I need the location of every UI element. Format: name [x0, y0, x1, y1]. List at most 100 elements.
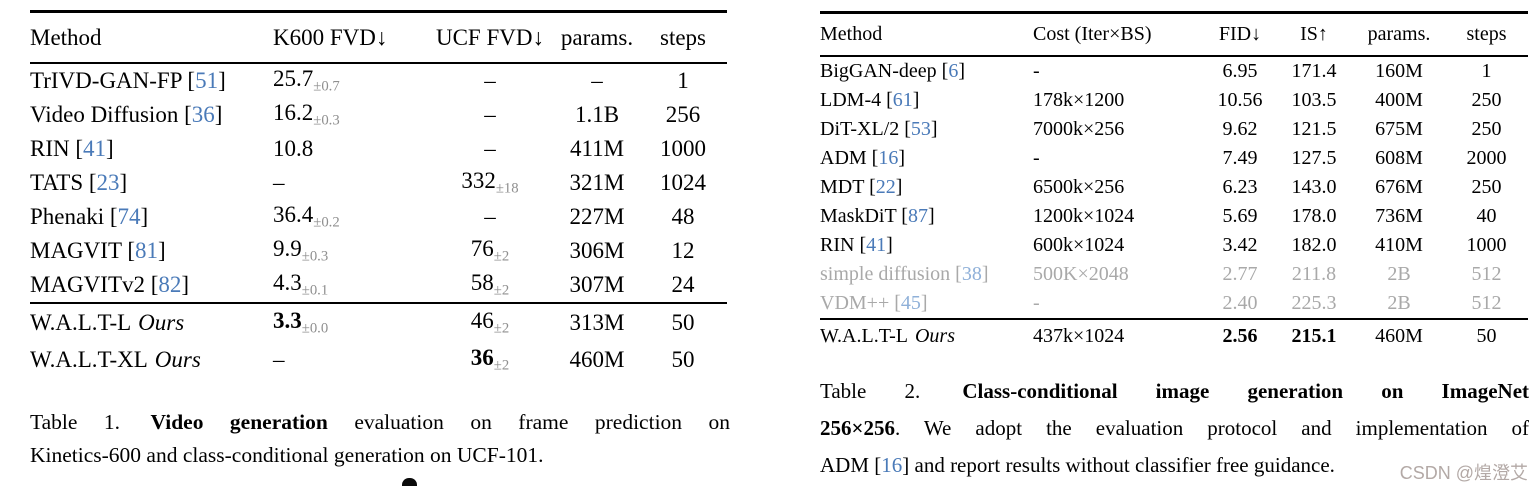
cost-cell: - [1033, 147, 1040, 169]
fid-cell: 7.49 [1222, 147, 1258, 169]
citation-link[interactable]: 23 [96, 170, 120, 195]
citation-link[interactable]: 41 [866, 234, 887, 256]
citation-link[interactable]: 41 [83, 136, 107, 161]
stddev-subscript: ±2 [493, 248, 510, 265]
cost-cell: 7000k×256 [1033, 118, 1125, 140]
method-cell: simple diffusion [38] [820, 263, 989, 285]
is-cell: 182.0 [1291, 234, 1337, 256]
method-cell: TATS [23] [30, 170, 128, 195]
params-cell: 2B [1387, 263, 1411, 285]
ours-label: Ours [914, 324, 955, 347]
method-cell: RIN [41] [820, 234, 893, 256]
steps-cell: 250 [1471, 176, 1502, 198]
table-header-rule [30, 62, 727, 64]
method-cell: DiT-XL/2 [53] [820, 118, 938, 140]
citation-link[interactable]: 82 [158, 272, 182, 297]
caption-bold-text: Class-conditional image generation on Im… [962, 379, 1530, 403]
ucf-fvd-cell: 36±2 [470, 344, 510, 374]
params-cell: 608M [1375, 147, 1423, 169]
fid-cell: 2.40 [1222, 292, 1258, 314]
is-cell: 127.5 [1291, 147, 1337, 169]
method-cell: LDM-4 [61] [820, 89, 920, 111]
steps-cell: 2000 [1466, 147, 1507, 169]
steps-cell: 50 [1476, 324, 1497, 347]
is-cell: 178.0 [1291, 205, 1337, 227]
stddev-subscript: ±2 [493, 357, 510, 374]
citation-link[interactable]: 22 [875, 176, 896, 198]
params-cell: 676M [1375, 176, 1423, 198]
cost-cell: 500K×2048 [1033, 263, 1129, 285]
steps-cell: 50 [671, 346, 695, 372]
fid-cell: 9.62 [1222, 118, 1258, 140]
citation-link[interactable]: 81 [134, 238, 158, 263]
cost-cell: - [1033, 292, 1040, 314]
method-cell: Phenaki [74] [30, 204, 149, 229]
k600-fvd-cell: 10.8 [273, 136, 314, 161]
steps-cell: 24 [671, 272, 695, 297]
citation-link[interactable]: 87 [907, 205, 928, 227]
caption-line: ADM [16] and report results without clas… [820, 453, 1335, 477]
ucf-fvd-cell: – [484, 68, 496, 93]
caption-line: Kinetics-600 and class-conditional gener… [30, 443, 544, 467]
caption-line: 256×256. We adopt the evaluation protoco… [820, 416, 1529, 440]
column-header-method: Method [30, 24, 102, 50]
ours-label: Ours [154, 346, 201, 372]
citation-link[interactable]: 6 [948, 60, 959, 82]
steps-cell: 1 [1481, 60, 1492, 82]
table-row-adm: ADM [16] - 7.49 127.5 608M 2000 [820, 144, 1528, 173]
steps-cell: 512 [1471, 292, 1502, 314]
table-row-rin: RIN [41] 600k×1024 3.42 182.0 410M 1000 [820, 231, 1528, 260]
steps-cell: 1024 [660, 170, 706, 195]
method-cell: Video Diffusion [36] [30, 102, 223, 127]
citation-link[interactable]: 53 [910, 118, 931, 140]
table-row-tats: TATS [23] – 332±18 321M 1024 [30, 166, 727, 200]
ours-label: Ours [138, 309, 185, 335]
table-2-header-row: Method Cost (Iter×BS) FID↓ IS↑ params. s… [820, 14, 1528, 55]
params-cell: 460M [1375, 324, 1423, 347]
stddev-subscript: ±0.1 [301, 282, 329, 299]
citation-link[interactable]: 61 [892, 89, 913, 111]
table-1-header-row: Method K600 FVD↓ UCF FVD↓ params. steps [30, 13, 727, 62]
fid-cell: 10.56 [1217, 89, 1263, 111]
cost-cell: 6500k×256 [1033, 176, 1125, 198]
table-row-simple-diffusion: simple diffusion [38] 500K×2048 2.77 211… [820, 260, 1528, 289]
cost-cell: 1200k×1024 [1033, 205, 1135, 227]
stddev-subscript: ±0.3 [301, 248, 329, 265]
params-cell: 1.1B [574, 102, 620, 127]
citation-link[interactable]: 74 [117, 204, 141, 229]
table-row-phenaki: Phenaki [74] 36.4±0.2 – 227M 48 [30, 200, 727, 234]
stddev-subscript: ±2 [493, 282, 510, 299]
table-mid-rule [30, 302, 727, 304]
is-cell: 121.5 [1291, 118, 1337, 140]
column-header-params: params. [1367, 23, 1431, 45]
citation-link[interactable]: 16 [881, 453, 903, 477]
table-row-dit-xl-2: DiT-XL/2 [53] 7000k×256 9.62 121.5 675M … [820, 115, 1528, 144]
citation-link[interactable]: 38 [961, 263, 982, 285]
citation-link[interactable]: 16 [878, 147, 899, 169]
table-top-rule [30, 10, 727, 13]
params-cell: 410M [1375, 234, 1423, 256]
cost-cell: 178k×1200 [1033, 89, 1125, 111]
citation-link[interactable]: 51 [195, 68, 219, 93]
stddev-subscript: ±0.2 [313, 214, 340, 231]
table-top-rule [820, 11, 1528, 14]
citation-link[interactable]: 36 [191, 102, 215, 127]
ucf-fvd-cell: 332±18 [461, 168, 519, 197]
ucf-fvd-cell: 76±2 [470, 236, 510, 265]
cost-cell: 600k×1024 [1033, 234, 1125, 256]
ucf-fvd-cell: 46±2 [470, 307, 510, 337]
caption-label: Table 2. [820, 379, 921, 403]
fid-cell: 3.42 [1222, 234, 1258, 256]
cut-off-text-fragment [402, 478, 417, 486]
table-row-trivd-gan-fp: TrIVD-GAN-FP [51] 25.7±0.7 – – 1 [30, 64, 727, 98]
table-2-imagenet-generation: Method Cost (Iter×BS) FID↓ IS↑ params. s… [820, 11, 1528, 352]
params-cell: 160M [1375, 60, 1423, 82]
fid-cell: 5.69 [1222, 205, 1258, 227]
k600-fvd-cell: 4.3±0.1 [273, 270, 329, 299]
steps-cell: 12 [671, 238, 695, 263]
method-cell: RIN [41] [30, 136, 114, 161]
caption-label: Table 1. [30, 410, 121, 434]
citation-link[interactable]: 45 [900, 292, 921, 314]
